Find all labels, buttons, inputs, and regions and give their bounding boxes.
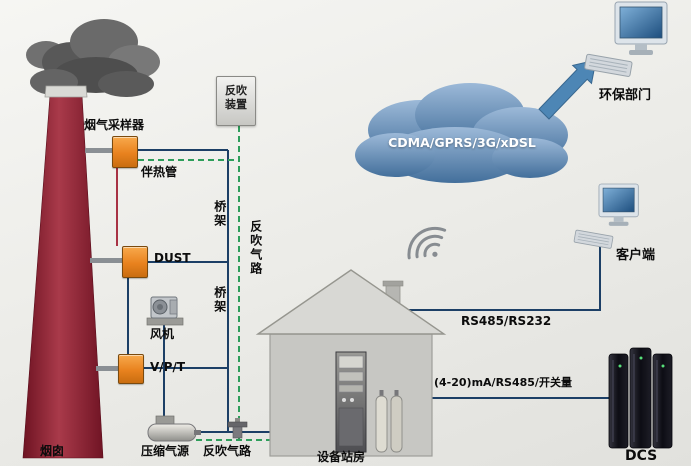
dcs-servers-icon (608, 347, 673, 449)
station-label: 设备站房 (317, 450, 366, 464)
rs485-link-label: RS485/RS232 (461, 314, 552, 328)
sampler-label: 烟气采样器 (84, 118, 145, 132)
fan-label: 风机 (150, 327, 175, 341)
vpt-monitor-box (118, 354, 144, 384)
bridge-upper-label: 桥架 (212, 200, 227, 228)
flue-gas-sampler-box (112, 136, 138, 168)
bridge-lower-label: 桥架 (212, 286, 227, 314)
epa-label: 环保部门 (599, 88, 652, 103)
heat-pipe-label: 伴热管 (141, 165, 178, 179)
uplink-arrow-icon (538, 59, 597, 120)
compressed-air-label: 压缩气源 (141, 444, 190, 458)
dust-monitor-box (122, 246, 148, 278)
instrument-bracket-icon (85, 148, 123, 371)
dust-label: DUST (154, 251, 191, 265)
compressed-air-tank-icon (147, 415, 201, 442)
fan-icon (146, 296, 184, 326)
chimney-label: 烟囱 (40, 444, 65, 458)
wifi-signal-icon (407, 226, 447, 260)
vpt-label: V/P/T (150, 360, 186, 374)
valve-icon (227, 418, 248, 439)
client-computer-icon (573, 183, 639, 249)
smoke-cloud-icon (26, 19, 160, 97)
blowback-device-box: 反吹装置 (216, 76, 256, 126)
network-cloud-icon (355, 83, 568, 183)
equipment-cabinet-icon (335, 351, 367, 453)
chimney-shape (22, 85, 104, 459)
blowback-path-side-label: 反吹气路 (248, 220, 263, 276)
dcs-label: DCS (625, 448, 658, 464)
blowback-path-bottom-label: 反吹气路 (203, 444, 252, 458)
gas-cylinder-icon (375, 390, 403, 453)
cloud-network-label: CDMA/GPRS/3G/xDSL (388, 135, 536, 150)
client-label: 客户端 (616, 248, 656, 263)
epa-computer-icon (584, 1, 668, 77)
dcs-link-label: (4-20)mA/RS485/开关量 (434, 376, 572, 389)
